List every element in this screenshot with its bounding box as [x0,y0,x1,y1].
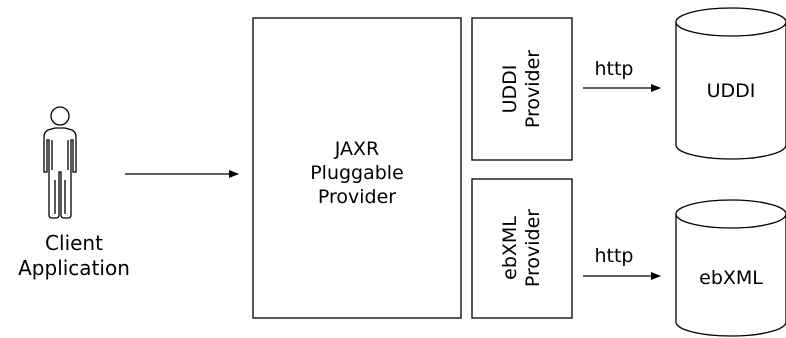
uddi-provider-label-line1: UDDI [499,65,521,114]
ebxml-http-label: http [594,245,633,267]
uddi-http-label: http [594,58,633,80]
client-label-line2: Application [18,256,130,280]
ebxml-registry-database-icon [675,199,786,337]
uddi-registry-database-icon [675,7,786,160]
ebxml-provider-label-line2: Provider [522,209,544,287]
jaxr-provider-label-line1: JAXR [334,138,380,160]
ebxml-provider-label-line1: ebXML [499,216,521,280]
uddi-provider-label-line2: Provider [522,50,544,128]
person-icon [43,106,77,219]
uddi-provider-box [471,17,573,161]
jaxr-provider-label-line2: Pluggable [310,162,404,184]
client-label-line1: Client [45,231,103,255]
uddi-registry-label: UDDI [707,80,756,102]
jaxr-provider-label-line3: Provider [318,186,396,208]
jaxr-pluggable-provider-box [252,17,462,319]
ebxml-registry-label: ebXML [699,267,763,289]
ebxml-provider-box [471,178,573,319]
